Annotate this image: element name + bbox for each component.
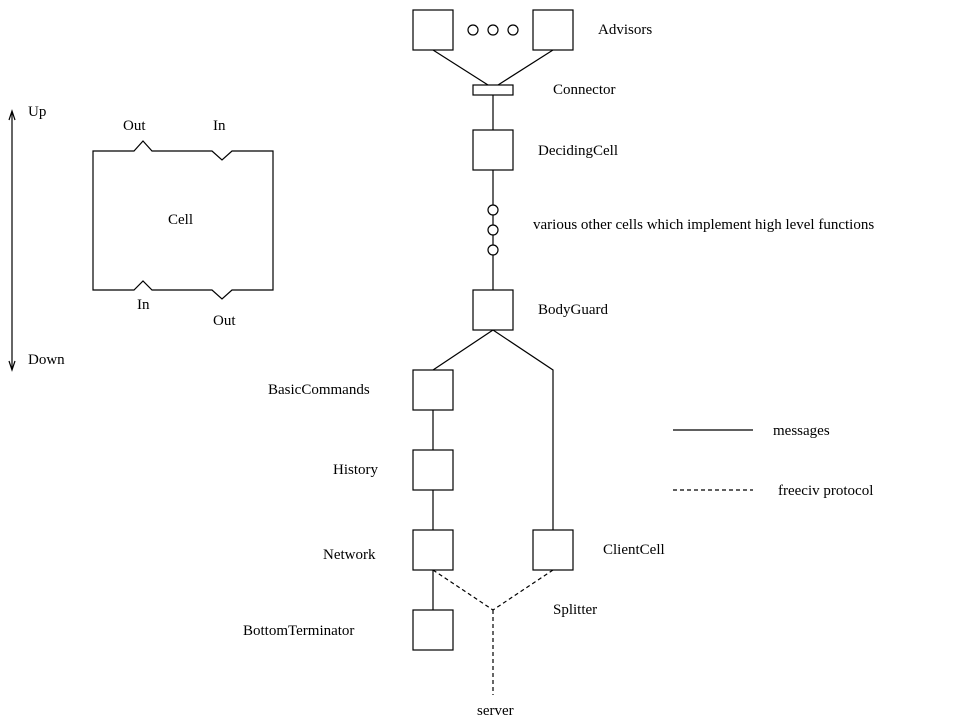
down-label: Down (28, 352, 65, 368)
orientation-arrow (8, 109, 16, 372)
advisor-box-left (412, 9, 454, 51)
advisors-label: Advisors (598, 22, 652, 38)
connector-label: Connector (553, 82, 615, 98)
other-cell-dot (487, 224, 499, 236)
port-out-bottom: Out (213, 313, 236, 329)
bottom-terminator-label: BottomTerminator (243, 623, 354, 639)
advisor-box-right (532, 9, 574, 51)
basic-commands-label: BasicCommands (268, 382, 370, 398)
history-label: History (333, 462, 379, 478)
network-to-splitter-protocol (432, 569, 494, 611)
basic-commands-box (412, 369, 454, 411)
splitter-label: Splitter (553, 602, 597, 618)
client-cell-label: ClientCell (603, 542, 665, 558)
deciding-cell-box (472, 129, 514, 171)
other-cell-dot (487, 244, 499, 256)
bodyguard-to-client-link (492, 329, 554, 530)
port-out-top: Out (123, 118, 146, 134)
client-cell-box (532, 529, 574, 571)
other-cell-dot (487, 204, 499, 216)
cell-template-shape (92, 140, 274, 300)
connector-box (472, 84, 514, 96)
port-in-bottom: In (137, 297, 150, 313)
legend-messages-label: messages (773, 423, 830, 439)
network-label: Network (323, 547, 376, 563)
other-cells-label: various other cells which implement high… (533, 217, 874, 233)
deciding-cell-label: DecidingCell (538, 143, 618, 159)
advisor-right-link (497, 49, 554, 86)
bodyguard-box (472, 289, 514, 331)
up-label: Up (28, 104, 46, 120)
bodyguard-to-basic-link (432, 329, 494, 371)
server-label: server (477, 703, 514, 719)
port-in-top: In (213, 118, 226, 134)
legend-protocol-label: freeciv protocol (778, 483, 873, 499)
bottom-terminator-box (412, 609, 454, 651)
advisor-ellipsis-dot (507, 24, 519, 36)
network-box (412, 529, 454, 571)
advisor-left-link (432, 49, 489, 86)
history-box (412, 449, 454, 491)
client-to-splitter-protocol (492, 569, 554, 611)
advisor-ellipsis-dot (487, 24, 499, 36)
cell-template-label: Cell (168, 212, 193, 228)
bodyguard-label: BodyGuard (538, 302, 608, 318)
advisor-ellipsis-dot (467, 24, 479, 36)
